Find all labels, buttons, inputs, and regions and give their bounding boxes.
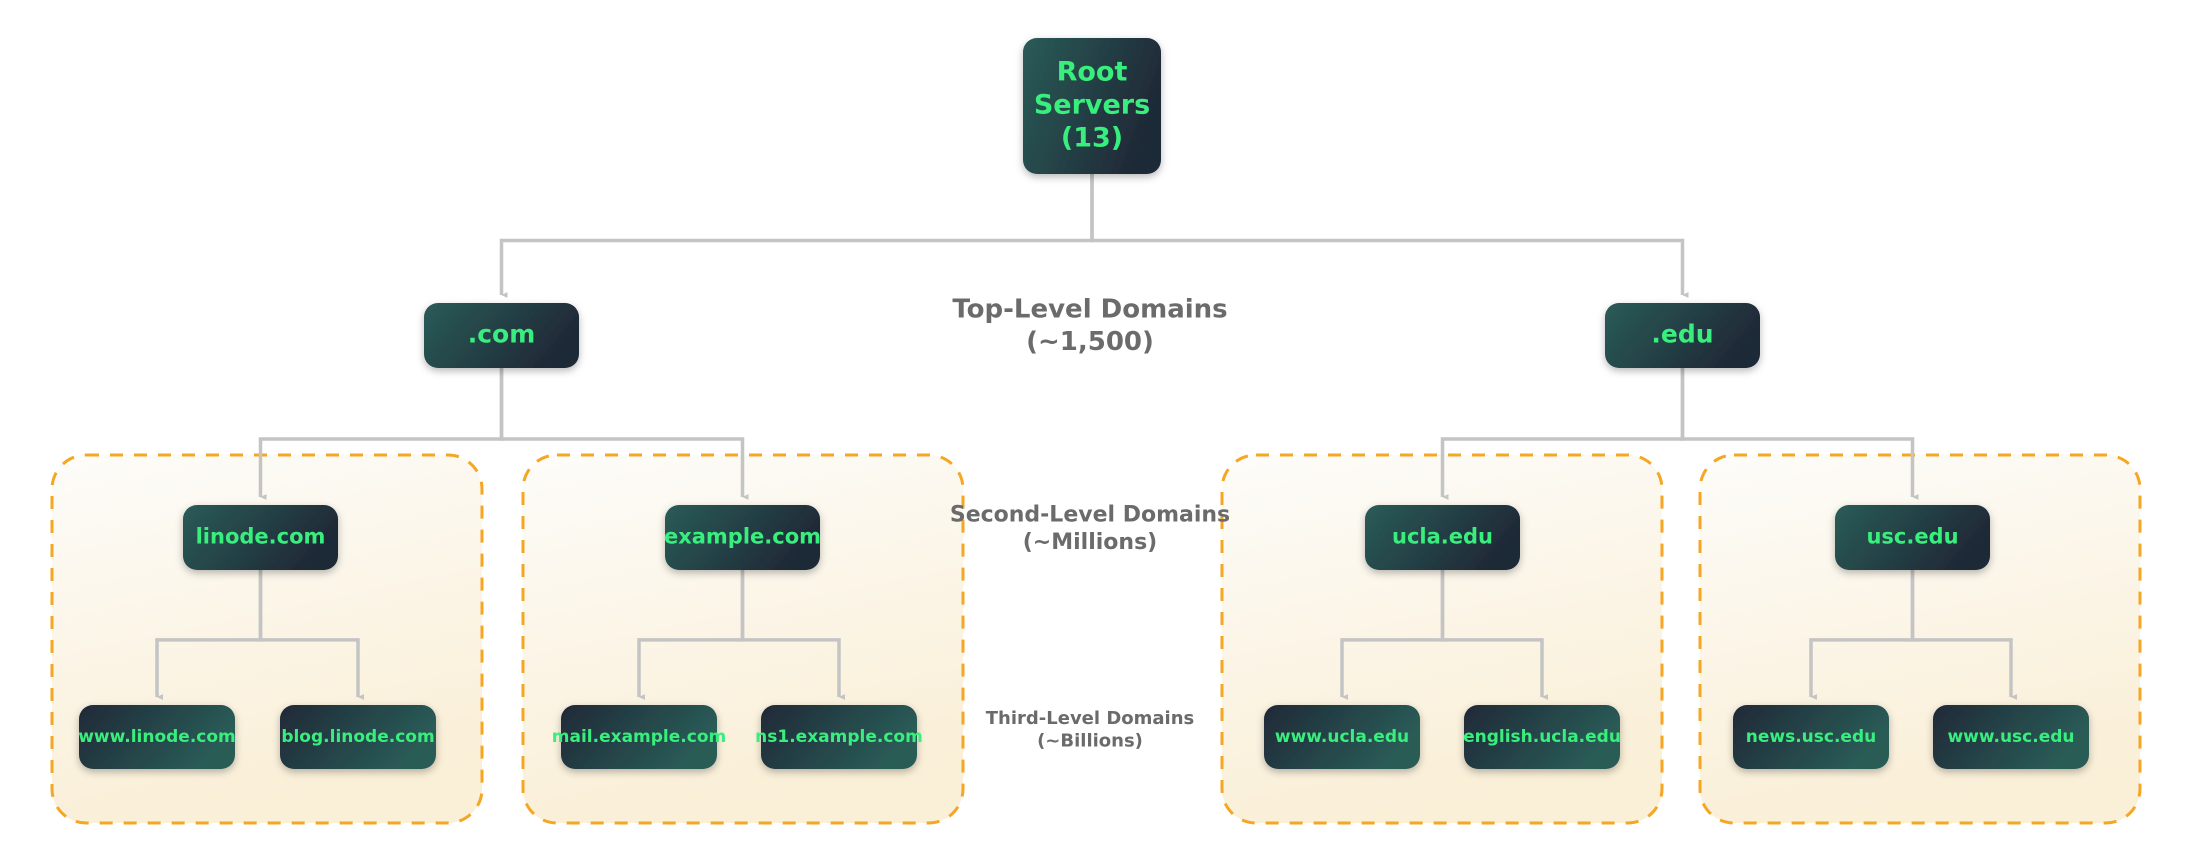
node-third-www-linode-com-box <box>79 705 235 769</box>
tier-tld-label: Top-Level Domains(~1,500) <box>952 294 1227 357</box>
node-third-english-ucla-edu[interactable]: english.ucla.edu <box>1463 705 1621 769</box>
node-sld-linode-com[interactable]: linode.com <box>183 505 338 570</box>
node-tld-edu-box <box>1605 303 1760 368</box>
node-third-mail-example-com[interactable]: mail.example.com <box>552 705 726 769</box>
tier-tld-label-line2: (~1,500) <box>1026 327 1154 357</box>
node-sld-linode-com-box <box>183 505 338 570</box>
node-root-servers-label: Servers <box>1034 90 1150 121</box>
node-third-blog-linode-com-label: blog.linode.com <box>281 727 434 747</box>
node-sld-ucla-edu-label: ucla.edu <box>1392 525 1493 549</box>
connector-usc-to-www <box>1910 570 2017 700</box>
tier-second-label-line1: Second-Level Domains <box>950 502 1230 527</box>
node-tld-edu[interactable]: .edu <box>1605 303 1760 368</box>
connectors-layer <box>155 174 2017 700</box>
node-root-servers-label: (13) <box>1061 122 1123 153</box>
node-third-www-ucla-edu-box <box>1264 705 1420 769</box>
node-third-blog-linode-com[interactable]: blog.linode.com <box>280 705 436 769</box>
node-third-www-linode-com[interactable]: www.linode.com <box>78 705 236 769</box>
node-third-news-usc-edu-label: news.usc.edu <box>1746 727 1876 747</box>
node-third-www-usc-edu-label: www.usc.edu <box>1947 727 2074 747</box>
connector-root-to-com <box>499 174 1094 298</box>
node-tld-com-label: .com <box>468 320 536 349</box>
connector-edu-to-usc <box>1680 368 1919 500</box>
node-third-www-linode-com-label: www.linode.com <box>78 727 236 747</box>
connector-com-to-example <box>499 368 749 500</box>
tier-third-label: Third-Level Domains(~Billions) <box>986 708 1194 752</box>
tier-second-label: Second-Level Domains (~Millions) <box>950 502 1230 555</box>
node-third-ns1-example-com-label: ns1.example.com <box>755 727 923 747</box>
node-third-www-ucla-edu[interactable]: www.ucla.edu <box>1264 705 1420 769</box>
node-third-blog-linode-com-box <box>280 705 436 769</box>
node-sld-usc-edu[interactable]: usc.edu <box>1835 505 1990 570</box>
node-third-www-usc-edu-box <box>1933 705 2089 769</box>
node-root-servers-label: Root <box>1057 57 1128 88</box>
tier-second-label-line2: (~Millions) <box>1023 530 1157 555</box>
node-third-news-usc-edu-box <box>1733 705 1889 769</box>
node-sld-example-com-box <box>665 505 820 570</box>
tier-third-label-line2: (~Billions) <box>1037 730 1143 751</box>
node-tld-edu-label: .edu <box>1651 320 1713 349</box>
tier-third-label-line1: Third-Level Domains <box>986 708 1194 729</box>
node-sld-ucla-edu[interactable]: ucla.edu <box>1365 505 1520 570</box>
node-tld-com-box <box>424 303 579 368</box>
connector-ucla-to-english <box>1440 570 1548 700</box>
node-third-mail-example-com-box <box>561 705 717 769</box>
tier-labels-layer: Top-Level Domains(~1,500) Second-Level Do… <box>950 294 1230 751</box>
node-sld-usc-edu-box <box>1835 505 1990 570</box>
connector-root-to-edu <box>1090 174 1689 298</box>
node-third-mail-example-com-label: mail.example.com <box>552 727 726 747</box>
node-third-ns1-example-com[interactable]: ns1.example.com <box>755 705 923 769</box>
node-sld-ucla-edu-box <box>1365 505 1520 570</box>
node-root-servers-box <box>1023 38 1161 174</box>
node-third-ns1-example-com-box <box>761 705 917 769</box>
node-third-www-ucla-edu-label: www.ucla.edu <box>1275 727 1409 747</box>
node-sld-linode-com-label: linode.com <box>196 525 326 549</box>
node-third-news-usc-edu[interactable]: news.usc.edu <box>1733 705 1889 769</box>
node-tld-com[interactable]: .com <box>424 303 579 368</box>
node-sld-example-com-label: example.com <box>664 525 821 549</box>
node-third-english-ucla-edu-label: english.ucla.edu <box>1463 727 1621 747</box>
node-third-english-ucla-edu-box <box>1464 705 1620 769</box>
connector-linode-to-blog <box>258 570 364 700</box>
connector-example-to-ns1 <box>740 570 845 700</box>
node-sld-usc-edu-label: usc.edu <box>1866 525 1958 549</box>
tier-tld-label-line1: Top-Level Domains <box>952 294 1227 324</box>
node-third-www-usc-edu[interactable]: www.usc.edu <box>1933 705 2089 769</box>
node-sld-example-com[interactable]: example.com <box>664 505 821 570</box>
